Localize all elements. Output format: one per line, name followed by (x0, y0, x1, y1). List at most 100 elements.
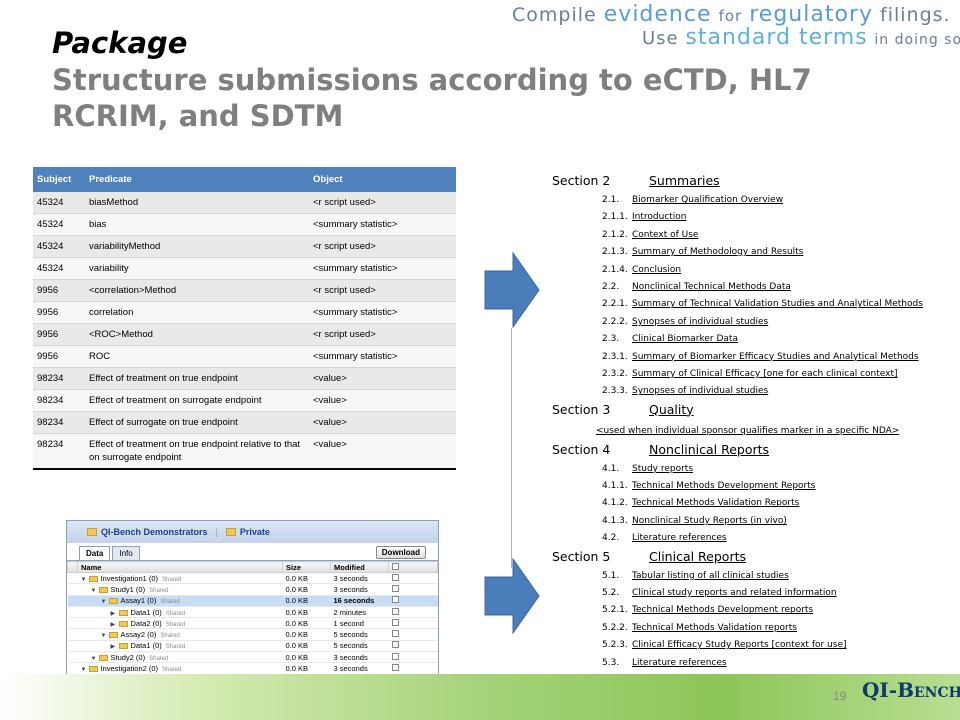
checkbox[interactable] (391, 641, 399, 649)
tree-item-select[interactable] (388, 651, 438, 664)
checkbox[interactable] (391, 584, 399, 592)
tree-item-select[interactable] (388, 572, 438, 585)
expand-arrow-icon[interactable]: ▼ (80, 576, 87, 583)
download-button[interactable]: Download (375, 546, 426, 559)
outline-item-number: 4.1.2. (602, 498, 628, 509)
breadcrumb-folder[interactable]: Private (239, 527, 270, 537)
tree-name-cell[interactable]: ▼Assay2 (0)Shared (77, 628, 283, 641)
folder-icon (118, 609, 128, 616)
outline-item-number: 4.1. (602, 463, 620, 474)
tree-name-cell[interactable]: ▼Study2 (0)Shared (77, 651, 283, 664)
outline-item[interactable]: 5.2.1.Technical Methods Development repo… (552, 602, 952, 619)
outline-item[interactable]: 4.1.3.Nonclinical Study Reports (in vivo… (552, 513, 952, 530)
collapse-arrow-icon[interactable]: ▶ (110, 621, 116, 628)
collapse-arrow-icon[interactable]: ▶ (110, 644, 116, 651)
outline-item-label: Technical Methods Development Reports (632, 481, 816, 492)
outline-item-label: Technical Methods Validation Reports (632, 498, 800, 509)
outline-item[interactable]: 5.1.Tabular listing of all clinical stud… (552, 568, 952, 585)
outline-item[interactable]: 4.1.Study reports (552, 461, 952, 478)
outline-item[interactable]: 4.1.2. Technical Methods Validation Repor… (552, 495, 952, 512)
expand-arrow-icon[interactable]: ▼ (90, 655, 97, 662)
tree-item-size: 0.0 KB (282, 606, 331, 619)
tree-name-cell[interactable]: ▼Study1 (0)Shared (77, 583, 283, 596)
outline-item[interactable]: 4.1.1.Technical Methods Development Repo… (552, 478, 952, 495)
tree-name-cell[interactable]: ▼Investigation1 (0)Shared (77, 572, 283, 585)
checkbox[interactable] (392, 562, 399, 570)
checkbox[interactable] (391, 652, 399, 660)
outline-item[interactable]: 2.3.1.Summary of Biomarker Efficacy Stud… (552, 349, 952, 366)
checkbox[interactable] (391, 573, 399, 581)
breadcrumb: QI-Bench Demonstrators | Private (67, 521, 438, 543)
expand-arrow-icon[interactable]: ▼ (100, 599, 107, 606)
tab-data[interactable]: Data (79, 546, 111, 560)
outline-item[interactable]: 4.2.Literature references (552, 530, 952, 547)
outline-item[interactable]: 2.1.4.Conclusion (552, 262, 952, 279)
outline-item[interactable]: 5.3.Literature references (552, 655, 952, 672)
tree-name-cell[interactable]: ▶Data2 (0)Shared (77, 617, 283, 630)
tree-item-select[interactable] (388, 662, 438, 675)
cell-predicate: <correlation>Method (85, 279, 309, 302)
tree-item-select[interactable] (388, 606, 438, 619)
tree-item-select[interactable] (388, 617, 438, 630)
tree-name-cell[interactable]: ▶Data1 (0)Shared (77, 640, 283, 653)
checkbox[interactable] (391, 607, 399, 615)
checkbox[interactable] (391, 618, 399, 626)
checkbox[interactable] (391, 630, 399, 638)
outline-item[interactable]: 2.3.3.Synopses of individual studies (552, 383, 952, 400)
tree-item-select[interactable] (388, 595, 438, 607)
outline-item-number: 2.1.3. (602, 247, 628, 258)
outline-item-label: Literature references (632, 533, 727, 544)
expand-arrow-icon[interactable]: ▼ (80, 667, 87, 674)
column-header-modified[interactable]: Modified (330, 561, 389, 573)
select-all-header[interactable] (388, 561, 438, 573)
breadcrumb-app[interactable]: QI-Bench Demonstrators (101, 527, 208, 537)
tree-name-cell[interactable]: ▼Investigation2 (0)Shared (77, 662, 283, 675)
tree-item-modified: 3 seconds (330, 572, 389, 585)
outline-item[interactable]: 2.1.3.Summary of Methodology and Results (552, 244, 952, 261)
collapse-arrow-icon[interactable]: ▶ (110, 610, 116, 617)
column-header-predicate: Predicate (85, 167, 309, 192)
checkbox[interactable] (391, 596, 399, 604)
cell-object: <value> (309, 411, 456, 434)
expand-arrow-icon[interactable]: ▼ (100, 633, 107, 640)
outline-item[interactable]: 5.2.3.Clinical Efficacy Study Reports [c… (552, 637, 952, 654)
outline-item[interactable]: 5.2.2.Technical Methods Validation repor… (552, 620, 952, 637)
outline-item[interactable]: 2.2.1.Summary of Technical Validation St… (552, 296, 952, 313)
outline-item[interactable]: 2.1.1.Introduction (552, 209, 952, 226)
outline-item[interactable]: 5.2.Clinical study reports and related i… (552, 585, 952, 602)
expand-arrow-icon[interactable]: ▼ (90, 587, 97, 594)
checkbox[interactable] (391, 664, 399, 672)
section-3-note[interactable]: <used when individual sponsor qualifies … (596, 425, 900, 436)
column-header-size[interactable]: Size (282, 561, 331, 573)
column-header-name[interactable]: Name (77, 561, 283, 573)
outline-item-label: Nonclinical Study Reports (in vivo) (632, 515, 787, 526)
tree-item-select[interactable] (388, 640, 438, 653)
outline-item[interactable]: 2.1.Biomarker Qualification Overview (552, 192, 952, 209)
outline-item[interactable]: 2.2.2.Synopses of individual studies (552, 314, 952, 331)
tree-name-cell[interactable]: ▼Assay1 (0)Shared (77, 595, 283, 607)
tree-item-select[interactable] (388, 583, 438, 596)
tree-row-spacer (67, 583, 78, 596)
outline-item[interactable]: 2.3.Clinical Biomarker Data (552, 331, 952, 348)
outline-item[interactable]: 2.3.2.Summary of Clinical Efficacy [one … (552, 366, 952, 383)
tree-name-cell[interactable]: ▶Data1 (0)Shared (77, 606, 283, 619)
tree-item-select[interactable] (388, 628, 438, 641)
outline-item[interactable]: 2.1.2.Context of Use (552, 227, 952, 244)
tab-info[interactable]: Info (112, 546, 140, 560)
outline-item[interactable]: 2.2.Nonclinical Technical Methods Data (552, 279, 952, 296)
